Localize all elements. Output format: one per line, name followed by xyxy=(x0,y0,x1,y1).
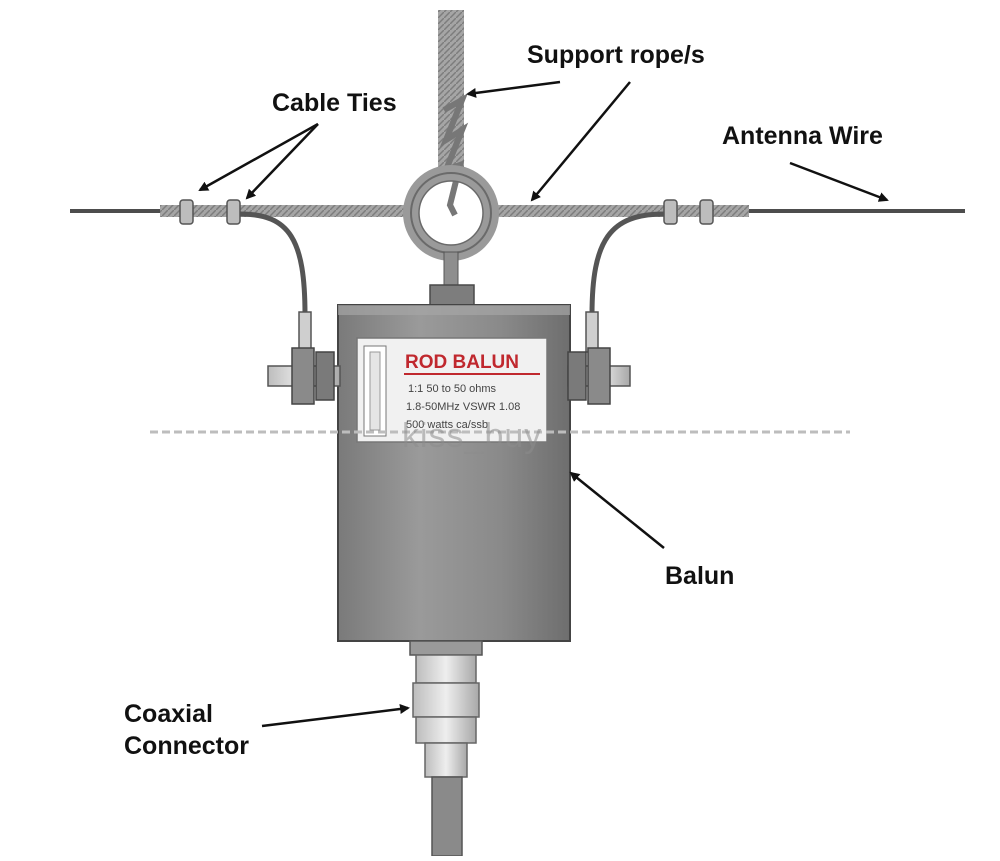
arrow-cable-tie-1 xyxy=(198,122,319,192)
support-rope xyxy=(160,10,749,217)
arrow-antenna-wire xyxy=(789,161,889,202)
arrow-coax xyxy=(261,704,410,728)
label-cable-ties: Cable Ties xyxy=(272,89,397,117)
right-terminal xyxy=(567,347,631,405)
lead-wires xyxy=(239,211,665,353)
coax-connector xyxy=(409,640,483,857)
label-support-rope: Support rope/s xyxy=(527,41,705,69)
arrow-cable-tie-2 xyxy=(245,123,319,200)
left-terminal xyxy=(267,347,341,405)
callout-arrows xyxy=(198,80,889,728)
arrow-support-rope-1 xyxy=(466,80,561,98)
label-balun: Balun xyxy=(665,562,735,590)
plate-title: ROD BALUN xyxy=(405,352,519,373)
plate-line-2: 1.8-50MHz VSWR 1.08 xyxy=(406,401,520,413)
plate-line-1: 1:1 50 to 50 ohms xyxy=(408,383,497,395)
arrow-balun xyxy=(569,471,665,549)
plate-line-3: 500 watts ca/ssb xyxy=(406,419,488,431)
nameplate: ROD BALUN 1:1 50 to 50 ohms 1.8-50MHz VS… xyxy=(356,337,548,443)
label-antenna-wire: Antenna Wire xyxy=(722,122,883,150)
watermark-text: kiss_buy xyxy=(402,417,543,455)
label-coaxial: Coaxial xyxy=(124,700,213,728)
label-connector: Connector xyxy=(124,732,249,760)
arrow-support-rope-2 xyxy=(530,81,631,202)
eye-ring xyxy=(403,165,499,308)
